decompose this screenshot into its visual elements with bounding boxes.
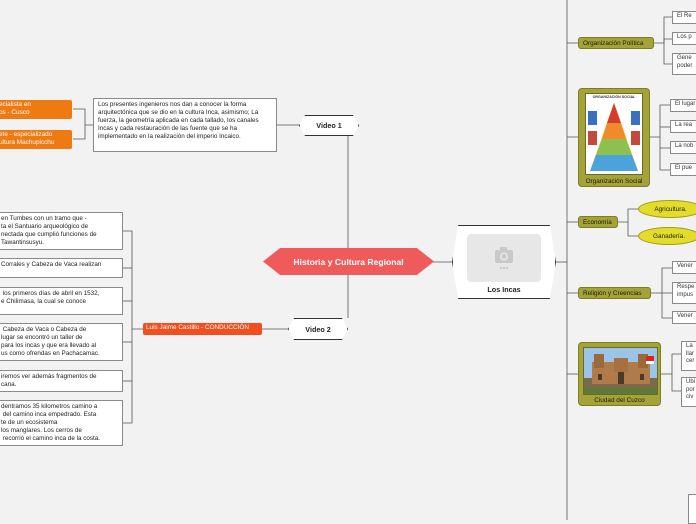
politica-item-2[interactable]: Los p (672, 32, 696, 45)
video2-label: Video 2 (305, 325, 330, 334)
video2-note-2[interactable]: Corrales y Cabeza de Vaca realizan (0, 258, 123, 278)
video1-person-2[interactable]: ete - especializado ultura Machupicchu (0, 130, 72, 149)
branch-organizacion-social-label: Organización Social (579, 178, 649, 185)
branch-economia-label: Economía (583, 219, 612, 226)
camera-icon (467, 234, 541, 282)
incas-node[interactable]: Los Incas (452, 225, 556, 299)
religion-item-2[interactable]: Respe impus (672, 282, 696, 304)
video2-node[interactable]: Video 2 (288, 318, 348, 340)
social-item-1[interactable]: El lugar (670, 99, 696, 112)
video1-label: Video 1 (316, 121, 341, 130)
branch-organizacion-politica[interactable]: Organización Política (578, 37, 654, 49)
branch-ciudad-cuzco-label: Ciudad del Cuzco (579, 397, 660, 404)
religion-item-3[interactable]: Vener (672, 311, 696, 324)
branch-economia[interactable]: Economía (578, 216, 618, 228)
video2-host[interactable]: Luis Jaime Castillo - CONDUCCIÓN (143, 323, 262, 335)
branch-ciudad-cuzco[interactable]: Ciudad del Cuzco (578, 342, 661, 406)
video2-note-5[interactable]: iremos ver además fragmentos de cana. (0, 370, 123, 392)
central-topic[interactable]: Historia y Cultura Regional (263, 248, 434, 275)
economia-item-ganaderia[interactable]: Ganadería. (638, 227, 696, 245)
social-pyramid-image: ORGANIZACIÓN SOCIAL (585, 93, 643, 175)
social-item-3[interactable]: La nob (670, 141, 696, 154)
social-pyramid-title: ORGANIZACIÓN SOCIAL (586, 95, 642, 99)
video2-note-4[interactable]: Cabeza de Vaca o Cabeza de lugar se enco… (0, 323, 123, 361)
branch-organizacion-social[interactable]: ORGANIZACIÓN SOCIAL Organización Social (578, 88, 650, 187)
video2-note-1[interactable]: en Tumbes con un tramo que - ta el Santu… (0, 212, 123, 250)
video2-note-6[interactable]: dentramos 35 kilometros camino a del cam… (0, 400, 123, 446)
cathedral-graphic (584, 348, 658, 395)
branch-organizacion-politica-label: Organización Política (583, 40, 643, 47)
video1-person-1[interactable]: ecialista en os - Cusco (0, 100, 72, 119)
cusco-photo (583, 347, 658, 395)
politica-item-3[interactable]: Gene poder (672, 53, 696, 75)
religion-item-1[interactable]: Vener (672, 261, 696, 274)
politica-item-1[interactable]: El Re (672, 11, 696, 24)
branch-religion-creencias-label: Religión y Creencias (583, 290, 642, 297)
central-topic-label: Historia y Cultura Regional (293, 257, 403, 267)
economia-item-agricultura[interactable]: Agricultura. (638, 200, 696, 218)
cusco-item-1[interactable]: La llar cer (681, 341, 696, 371)
video2-note-3[interactable]: los primeros días de abril en 1532, e Ch… (0, 287, 123, 315)
video1-node[interactable]: Video 1 (299, 115, 359, 136)
branch-religion-creencias[interactable]: Religión y Creencias (578, 287, 651, 299)
social-pyramid-graphic (588, 101, 640, 173)
social-item-2[interactable]: La rea (670, 120, 696, 133)
cusco-item-2[interactable]: Ubi por civ (681, 377, 696, 407)
video1-description[interactable]: Los presentes ingenieros nos dan a conoc… (93, 98, 277, 152)
incas-image-placeholder (467, 234, 541, 282)
social-item-4[interactable]: El pue (670, 163, 696, 176)
incas-label: Los Incas (453, 285, 555, 294)
